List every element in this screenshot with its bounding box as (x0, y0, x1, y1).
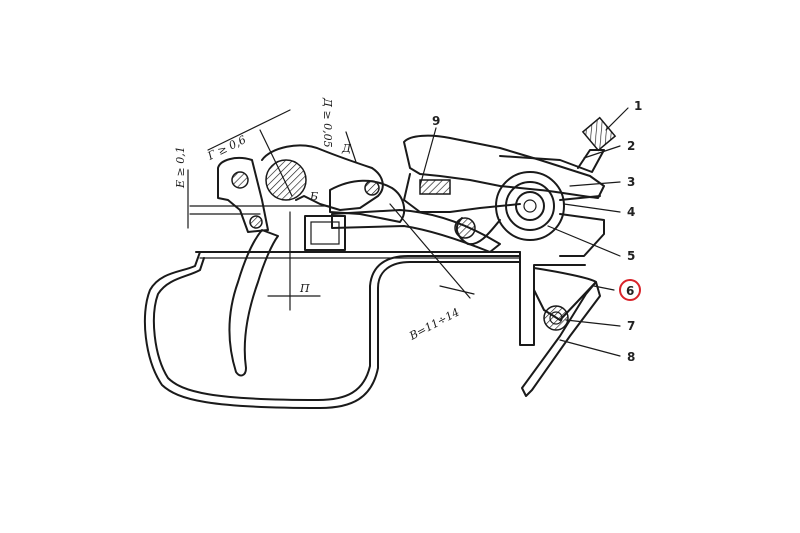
plate-line (559, 195, 601, 201)
callout-6: 6 (626, 284, 634, 298)
trigger-pivot-pin (249, 215, 263, 229)
dim-e: Е ≥ 0,1 (174, 146, 187, 189)
trigger-pin (231, 171, 249, 189)
highlight-ring (619, 279, 641, 301)
frame-wall (519, 251, 586, 346)
right-plate (559, 213, 605, 257)
dim-b-range: В=11÷14 (406, 306, 461, 344)
spring-pin (454, 217, 476, 239)
upper-assembly-lower (403, 173, 521, 213)
dim-b-small: Б (309, 190, 318, 203)
callout-7: 7 (627, 319, 635, 333)
upper-assembly (403, 134, 605, 199)
dim-d: Д ≥ 0,05 (321, 97, 334, 148)
callout-5: 5 (627, 249, 635, 263)
frame-box (304, 215, 346, 251)
callout-9: 9 (432, 114, 440, 128)
wheel-inner (515, 191, 545, 221)
lower-spring (533, 267, 597, 321)
wheel-outer (495, 171, 565, 241)
sear-lever (331, 209, 501, 253)
trigger-upper-body (217, 157, 269, 233)
frame-box-inner (310, 221, 340, 245)
trigger-guard (143, 251, 521, 409)
disconnector-pin (364, 180, 380, 196)
dimension-lines (187, 109, 475, 311)
hammer-body (261, 144, 384, 211)
lower-pin (543, 305, 569, 331)
hatched-block (419, 179, 451, 195)
callout-8: 8 (627, 350, 635, 364)
callout-3: 3 (627, 175, 635, 189)
trigger-guard-inner (152, 255, 521, 401)
dim-p: П (299, 282, 310, 295)
safety-lever (499, 149, 605, 173)
wheel-mid (505, 181, 555, 231)
hammer-axle (265, 159, 307, 201)
trigger (228, 229, 279, 377)
callout-2: 2 (627, 139, 635, 153)
dim-d-small: Д (341, 142, 352, 155)
lever-knob (581, 116, 617, 152)
wheel-hub (523, 199, 537, 213)
callout-1: 1 (634, 99, 642, 113)
magazine-catch (521, 281, 601, 397)
leader-lines (419, 107, 629, 357)
callout-4: 4 (627, 205, 635, 219)
lower-pin-inner (549, 311, 563, 325)
disconnector (329, 179, 406, 223)
